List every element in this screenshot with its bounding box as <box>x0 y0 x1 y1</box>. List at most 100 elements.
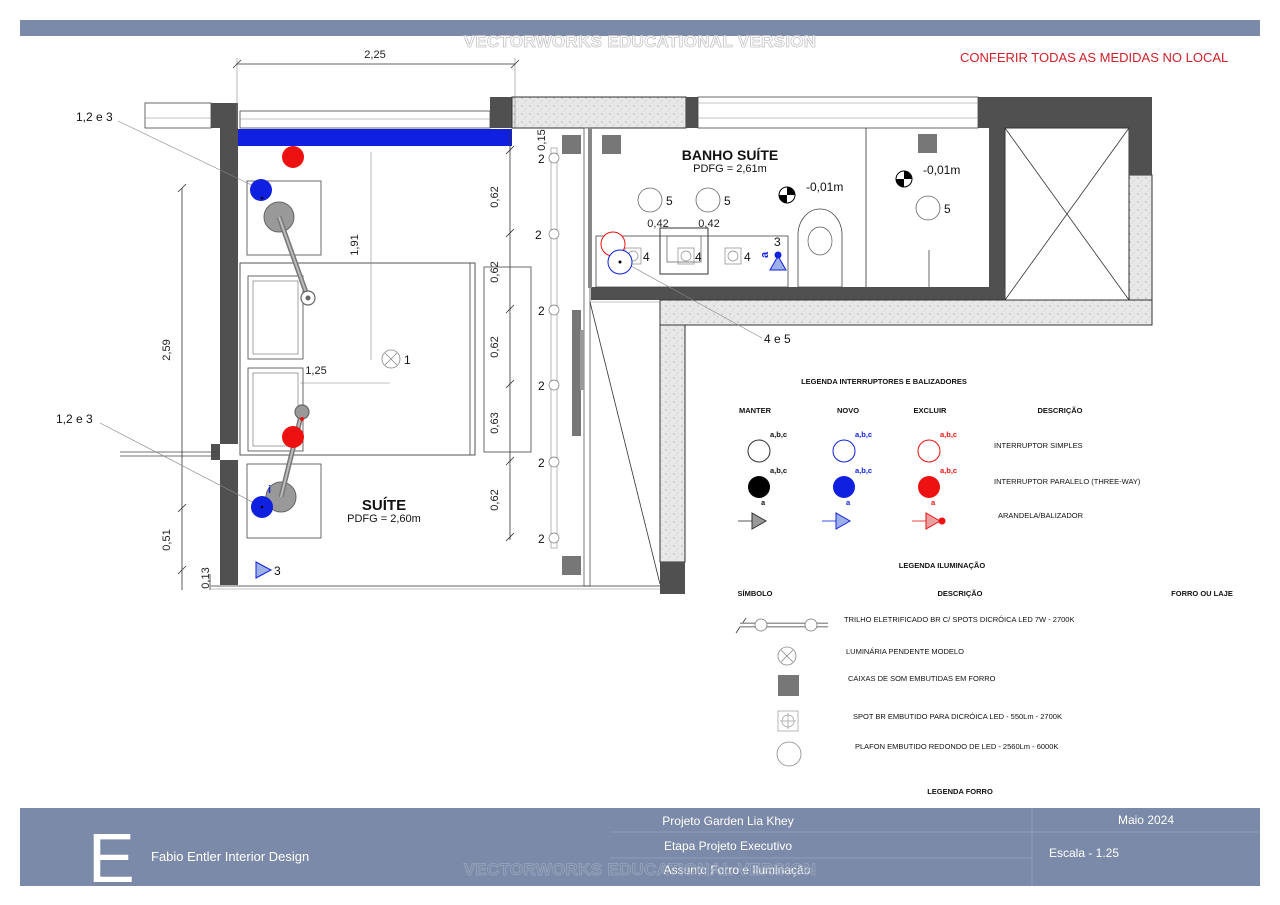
legend-parallel-new <box>833 476 855 498</box>
track-circuit-2: 2 <box>535 228 542 242</box>
callout-leader-top <box>117 120 263 191</box>
track-circuit-4: 2 <box>538 379 545 393</box>
plafon-lights <box>637 187 941 221</box>
bath-marker-letter: a <box>759 251 771 258</box>
legend-speaker-symbol <box>778 675 799 696</box>
callout-leader-bottom <box>99 422 263 508</box>
footer-subject: Assunto Forro e Iluminação <box>664 863 811 877</box>
legend-pendant-symbol <box>777 646 797 666</box>
room-level-suite: PDFG = 2,60m <box>347 513 421 525</box>
bath-marker-dot <box>774 251 782 259</box>
dim-right-3: 0,62 <box>489 336 501 357</box>
legend-a-1: a <box>761 498 766 507</box>
footer-bar <box>20 808 1260 886</box>
dim-right-4: 0,63 <box>489 412 501 433</box>
watermark-bottom: VECTORWORKS EDUCATIONAL VERSION <box>464 860 817 879</box>
legend-light-title: LEGENDA ILUMINAÇÃO <box>899 561 986 570</box>
dim-left-total: 2,59 <box>161 339 173 360</box>
dim-left-min: 0,13 <box>200 567 212 588</box>
speaker-box <box>918 134 937 153</box>
legend-a-2: a <box>846 498 851 507</box>
dim-right-5: 0,62 <box>489 489 501 510</box>
switch-center-dot-2 <box>260 505 264 509</box>
level-marker-1 <box>778 186 796 204</box>
spot-circuit-2: 4 <box>695 250 702 264</box>
switch-center-dot <box>260 196 264 200</box>
legend-light-col-desc: DESCRIÇÃO <box>937 589 982 598</box>
pendant-circuit: 1 <box>404 353 411 367</box>
furniture <box>239 180 532 539</box>
legend-parallel-keep <box>748 476 770 498</box>
header-bar <box>20 20 1260 36</box>
speaker-box <box>562 135 581 154</box>
legend-light-col-ceiling: FORRO OU LAJE <box>1171 589 1233 598</box>
legend-abc-1: a,b,c <box>770 430 787 439</box>
legend-col-remove: EXCLUIR <box>914 406 948 415</box>
legend-sconce-keep <box>738 512 768 530</box>
lighting-track <box>548 147 560 549</box>
plafon-circuit-3: 5 <box>944 202 951 216</box>
legend-col-new: NOVO <box>837 406 859 415</box>
footer-studio: Fabio Entler Interior Design <box>151 849 309 864</box>
legend-sconce-new <box>822 512 852 530</box>
room-name-suite: SUÍTE <box>362 497 406 514</box>
legend-simple-new <box>832 439 856 463</box>
level-label-1: -0,01m <box>806 180 843 194</box>
floor-marker-new <box>255 561 273 579</box>
spot-circuit-3: 4 <box>744 250 751 264</box>
track-circuit-5: 2 <box>538 456 545 470</box>
legend-light-row-plafon: PLAFON EMBUTIDO REDONDO DE LED - 2560Lm … <box>855 742 1058 751</box>
footer-logo: E <box>88 819 135 897</box>
level-marker-2 <box>895 170 913 188</box>
switch-parallel-removed <box>282 146 304 168</box>
room-level-bath: PDFG = 2,61m <box>693 163 767 175</box>
bath-fixtures <box>595 208 930 288</box>
footer-stage: Etapa Projeto Executivo <box>664 839 792 853</box>
wall-sconce-bottom <box>265 404 310 513</box>
legend-track-symbol <box>735 617 828 634</box>
switch-letter-i: i <box>268 484 271 496</box>
track-circuit-3: 2 <box>538 304 545 318</box>
legend-light-row-pendant: LUMINÁRIA PENDENTE MODELO <box>846 647 964 656</box>
measure-notice: CONFERIR TODAS AS MEDIDAS NO LOCAL <box>960 50 1228 65</box>
wall-panel-new <box>238 129 512 146</box>
callout-leader-bath <box>619 259 763 339</box>
callout-bath-switch: 4 e 5 <box>764 332 791 346</box>
dim-bath-2: 0,42 <box>698 218 719 230</box>
legend-switch-title: LEGENDA INTERRUPTORES E BALIZADORES <box>801 377 967 386</box>
dim-top-width: 2,25 <box>364 49 385 61</box>
pendant-light <box>381 349 401 369</box>
dim-top-015: 0,15 <box>536 129 548 150</box>
wall-sconce-top <box>263 201 316 306</box>
room-name-bath: BANHO SUÍTE <box>682 147 778 163</box>
bath-marker-circuit: 3 <box>774 235 781 249</box>
legend-row-simple: INTERRUPTOR SIMPLES <box>994 441 1083 450</box>
speaker-box <box>602 135 621 154</box>
legend-light-row-speaker: CAIXAS DE SOM EMBUTIDAS EM FORRO <box>848 674 996 683</box>
legend-abc-2: a,b,c <box>855 430 872 439</box>
floor-marker-circuit: 3 <box>274 564 281 578</box>
legend-sconce-remove <box>912 512 946 530</box>
legend-abc-6: a,b,c <box>940 466 957 475</box>
track-circuit-6: 2 <box>538 532 545 546</box>
switch-parallel-new <box>250 179 272 201</box>
legend-parallel-remove <box>918 476 940 498</box>
footer-date: Maio 2024 <box>1118 813 1174 827</box>
spot-circuit-1: 4 <box>643 250 650 264</box>
legend-light-row-spot: SPOT BR EMBUTIDO PARA DICRÓICA LED - 550… <box>853 712 1062 721</box>
switch-parallel-removed-2 <box>282 426 304 448</box>
legend-col-desc: DESCRIÇÃO <box>1037 406 1082 415</box>
footer-scale: Escala - 1.25 <box>1049 846 1119 860</box>
watermark-top: VECTORWORKS EDUCATIONAL VERSION <box>464 32 817 51</box>
legend-spot-symbol <box>777 710 799 732</box>
legend-simple-keep <box>747 439 771 463</box>
legend-light-col-symbol: SÍMBOLO <box>738 589 773 598</box>
level-label-2: -0,01m <box>923 163 960 177</box>
legend-a-3: a <box>931 498 936 507</box>
legend-row-parallel: INTERRUPTOR PARALELO (THREE-WAY) <box>994 477 1141 486</box>
legend-light-row-track: TRILHO ELETRIFICADO BR C/ SPOTS DICRÓICA… <box>844 615 1074 624</box>
legend-plafon-symbol <box>776 741 802 767</box>
callout-switch-bottom: 1,2 e 3 <box>56 412 93 426</box>
dim-inner-horizontal: 1,25 <box>305 365 326 377</box>
